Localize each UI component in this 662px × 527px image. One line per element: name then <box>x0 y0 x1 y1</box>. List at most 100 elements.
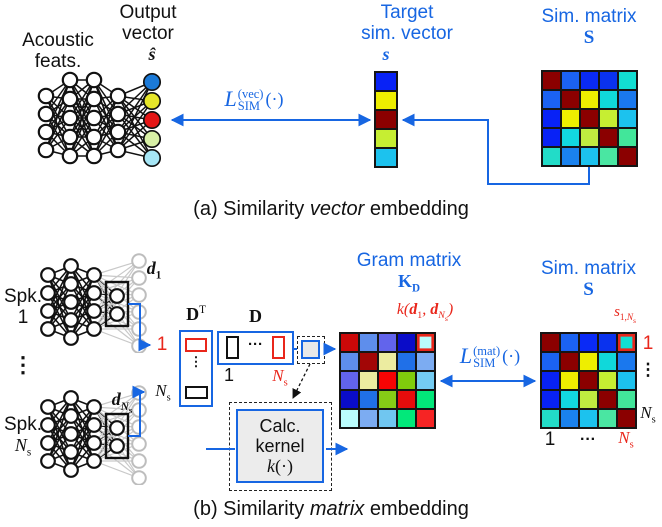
matrix-cell <box>360 391 377 408</box>
matrix-cell <box>600 129 617 146</box>
matrix-cell <box>618 334 635 351</box>
s-glyph: s <box>382 44 390 64</box>
speaker-ns-sub: s <box>26 446 32 459</box>
speaker-ns-n: N <box>14 435 27 455</box>
loss-mat-base: L <box>459 343 473 368</box>
acoustic-network <box>37 71 162 168</box>
matrix-cell <box>417 391 434 408</box>
matrix-cell <box>580 334 597 351</box>
matrix-cell <box>618 410 635 427</box>
matrix-cell <box>600 72 617 89</box>
sim-matrix-a-symbol: S <box>583 27 595 48</box>
matrix-cell <box>341 353 358 370</box>
matrix-cell <box>542 372 559 389</box>
speaker-vdots: ⋮ <box>0 352 46 378</box>
speaker-1-line1: Spk. <box>3 286 43 307</box>
matrix-cell <box>379 334 396 351</box>
matrix-cell <box>562 72 579 89</box>
matrix-cell <box>379 391 396 408</box>
simb-row1-index: 1 <box>638 333 658 354</box>
s1ns-label: s1,Ns <box>594 304 656 325</box>
dns-sub-s: s <box>128 404 133 415</box>
matrix-cell <box>619 72 636 89</box>
matrix-cell <box>398 391 415 408</box>
loss-vec-sub: SIM <box>237 99 261 113</box>
matrix-cell <box>599 391 616 408</box>
loss-mat-sub: SIM <box>473 356 496 370</box>
gram-cell-d2: d <box>430 301 439 318</box>
matrix-cell <box>341 334 358 351</box>
d-matrix-box: ··· <box>217 331 294 365</box>
gram-matrix-label: Gram matrix KD <box>339 250 479 300</box>
matrix-cell <box>599 353 616 370</box>
matrix-cell <box>561 410 578 427</box>
simb-row-vdots: ⋮ <box>638 360 658 380</box>
speaker-1-line2: 1 <box>17 307 29 328</box>
speaker-vdots-glyph: ⋮ <box>12 352 34 377</box>
matrix-cell <box>581 91 598 108</box>
loss-vec-label: L(vec)SIM(·) <box>188 86 320 112</box>
simb-col-hdots: ··· <box>574 431 602 449</box>
simb-colN-n: N <box>618 428 630 447</box>
loss-mat-label: L(mat)SIM(·) <box>441 343 539 369</box>
dt-row1-glyph: 1 <box>156 334 168 355</box>
matrix-cell <box>376 92 396 109</box>
matrix-cell <box>599 410 616 427</box>
simb-colN-index: Ns <box>612 428 640 450</box>
target-line1: Target <box>380 2 434 23</box>
gram-cell-label: k(d1, dNs) <box>368 301 482 323</box>
matrix-cell <box>376 73 396 90</box>
s-hat-symbol: ŝ <box>112 44 192 65</box>
matrix-cell <box>417 410 434 427</box>
d-colN-vector <box>272 336 285 359</box>
s-hat-glyph: ŝ <box>148 44 156 64</box>
pair-cell-box <box>297 336 325 364</box>
gram-cell-d1sub: 1 <box>417 310 423 322</box>
matrix-cell <box>417 372 434 389</box>
simb-rowN-n: N <box>640 403 652 422</box>
speaker-ns-network <box>40 385 147 485</box>
acoustic-feats-line1: Acoustic <box>22 30 94 51</box>
d1-base: d <box>146 258 156 278</box>
matrix-cell <box>580 372 597 389</box>
dt-rowN-index: Ns <box>147 381 179 403</box>
sim-matrix-a-text: Sim. matrix <box>541 6 637 27</box>
kernel-symbol: k(·) <box>267 456 293 476</box>
matrix-cell <box>618 353 635 370</box>
caption-b-suffix: embedding <box>364 498 469 520</box>
sim-matrix-b-text: Sim. matrix <box>541 258 636 279</box>
sim-matrix-b-symbol: S <box>583 279 594 300</box>
d-matrix-d: D <box>249 306 262 326</box>
kernel-line1: Calc. <box>259 416 301 436</box>
acoustic-feats-line2: feats. <box>34 51 82 72</box>
caption-a-suffix: embedding <box>364 198 469 220</box>
simb-rowN-index: Ns <box>634 403 662 425</box>
gram-cell-prefix: k( <box>396 301 410 318</box>
matrix-cell <box>619 148 636 165</box>
matrix-cell <box>360 353 377 370</box>
loss-vec-base: L <box>224 86 237 111</box>
s-symbol: s <box>362 44 410 65</box>
dt-rowN-vector <box>185 386 208 399</box>
matrix-cell <box>417 334 434 351</box>
gram-cell-suffix: ) <box>447 301 454 318</box>
gram-matrix-symbol: KD <box>339 271 479 300</box>
matrix-cell <box>341 391 358 408</box>
s1ns-subns: s <box>633 316 636 325</box>
matrix-cell <box>562 129 579 146</box>
output-vector-line1: Output <box>119 2 177 23</box>
matrix-cell <box>581 129 598 146</box>
matrix-cell <box>417 353 434 370</box>
d1-sub: 1 <box>155 269 162 282</box>
matrix-cell <box>341 410 358 427</box>
matrix-cell <box>360 372 377 389</box>
dt-rowN-s: s <box>166 392 171 404</box>
simb-col1-glyph: 1 <box>544 429 556 450</box>
matrix-cell <box>619 110 636 127</box>
matrix-cell <box>561 372 578 389</box>
dt-row1-index: 1 <box>153 334 171 355</box>
dt-matrix-label: DT <box>179 304 213 325</box>
dt-d: D <box>186 304 200 324</box>
matrix-cell <box>379 372 396 389</box>
